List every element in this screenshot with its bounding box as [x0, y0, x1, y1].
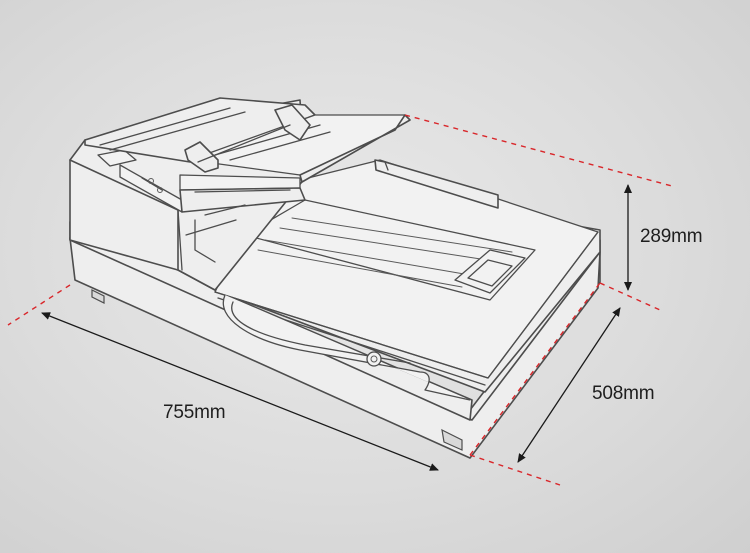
dimension-arrows: [41, 184, 632, 471]
guide-lines: [7, 114, 673, 486]
flatbed-scanner-icon: [69, 97, 601, 459]
depth-label: 508mm: [592, 383, 655, 404]
width-arrow: [41, 312, 439, 471]
height-label: 289mm: [640, 226, 703, 247]
depth-arrow: [517, 307, 621, 463]
width-label: 755mm: [163, 402, 226, 423]
